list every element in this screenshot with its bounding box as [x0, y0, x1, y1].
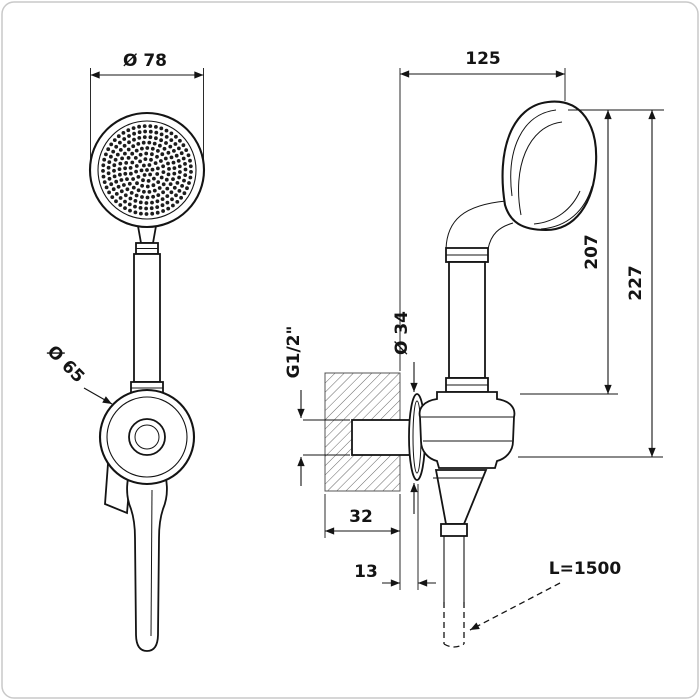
hose-nut: [440, 523, 468, 537]
spray-face-dots: [101, 124, 193, 216]
label-wall-offset: 13: [354, 562, 378, 582]
dimension-recess-width: 32: [324, 494, 401, 590]
label-head-diameter: Ø 78: [123, 51, 167, 71]
dimension-rosette-diameter: Ø 34: [392, 311, 418, 514]
hose-assembly: [433, 469, 488, 648]
wall-holder-front: [98, 388, 196, 486]
handset-side: [445, 100, 598, 393]
label-recess-width: 32: [349, 507, 373, 527]
wall-outlet-stem: [351, 419, 411, 456]
shower-head-front: [88, 111, 206, 229]
label-head-to-holder-height: 207: [582, 234, 602, 270]
handset-grip-front: [126, 457, 168, 652]
dimension-hose-length: L=1500: [469, 559, 622, 631]
dimension-wall-offset: 13: [354, 484, 436, 590]
label-total-height: 227: [626, 265, 646, 301]
dimension-wall-to-head: 125: [399, 49, 566, 371]
wall-holder-side: [418, 391, 516, 469]
shower-head-side: [501, 100, 598, 232]
dimension-heights: 207 227: [518, 109, 664, 458]
side-view: 125 207 227 G1/2" Ø 34: [284, 49, 664, 648]
dimension-thread: G1/2": [284, 326, 350, 486]
label-wall-to-head: 125: [465, 49, 501, 69]
label-hose-length: L=1500: [549, 559, 622, 579]
dimension-head-diameter: Ø 78: [90, 51, 204, 160]
label-thread: G1/2": [284, 326, 304, 379]
label-rosette-diameter: Ø 34: [392, 311, 412, 355]
